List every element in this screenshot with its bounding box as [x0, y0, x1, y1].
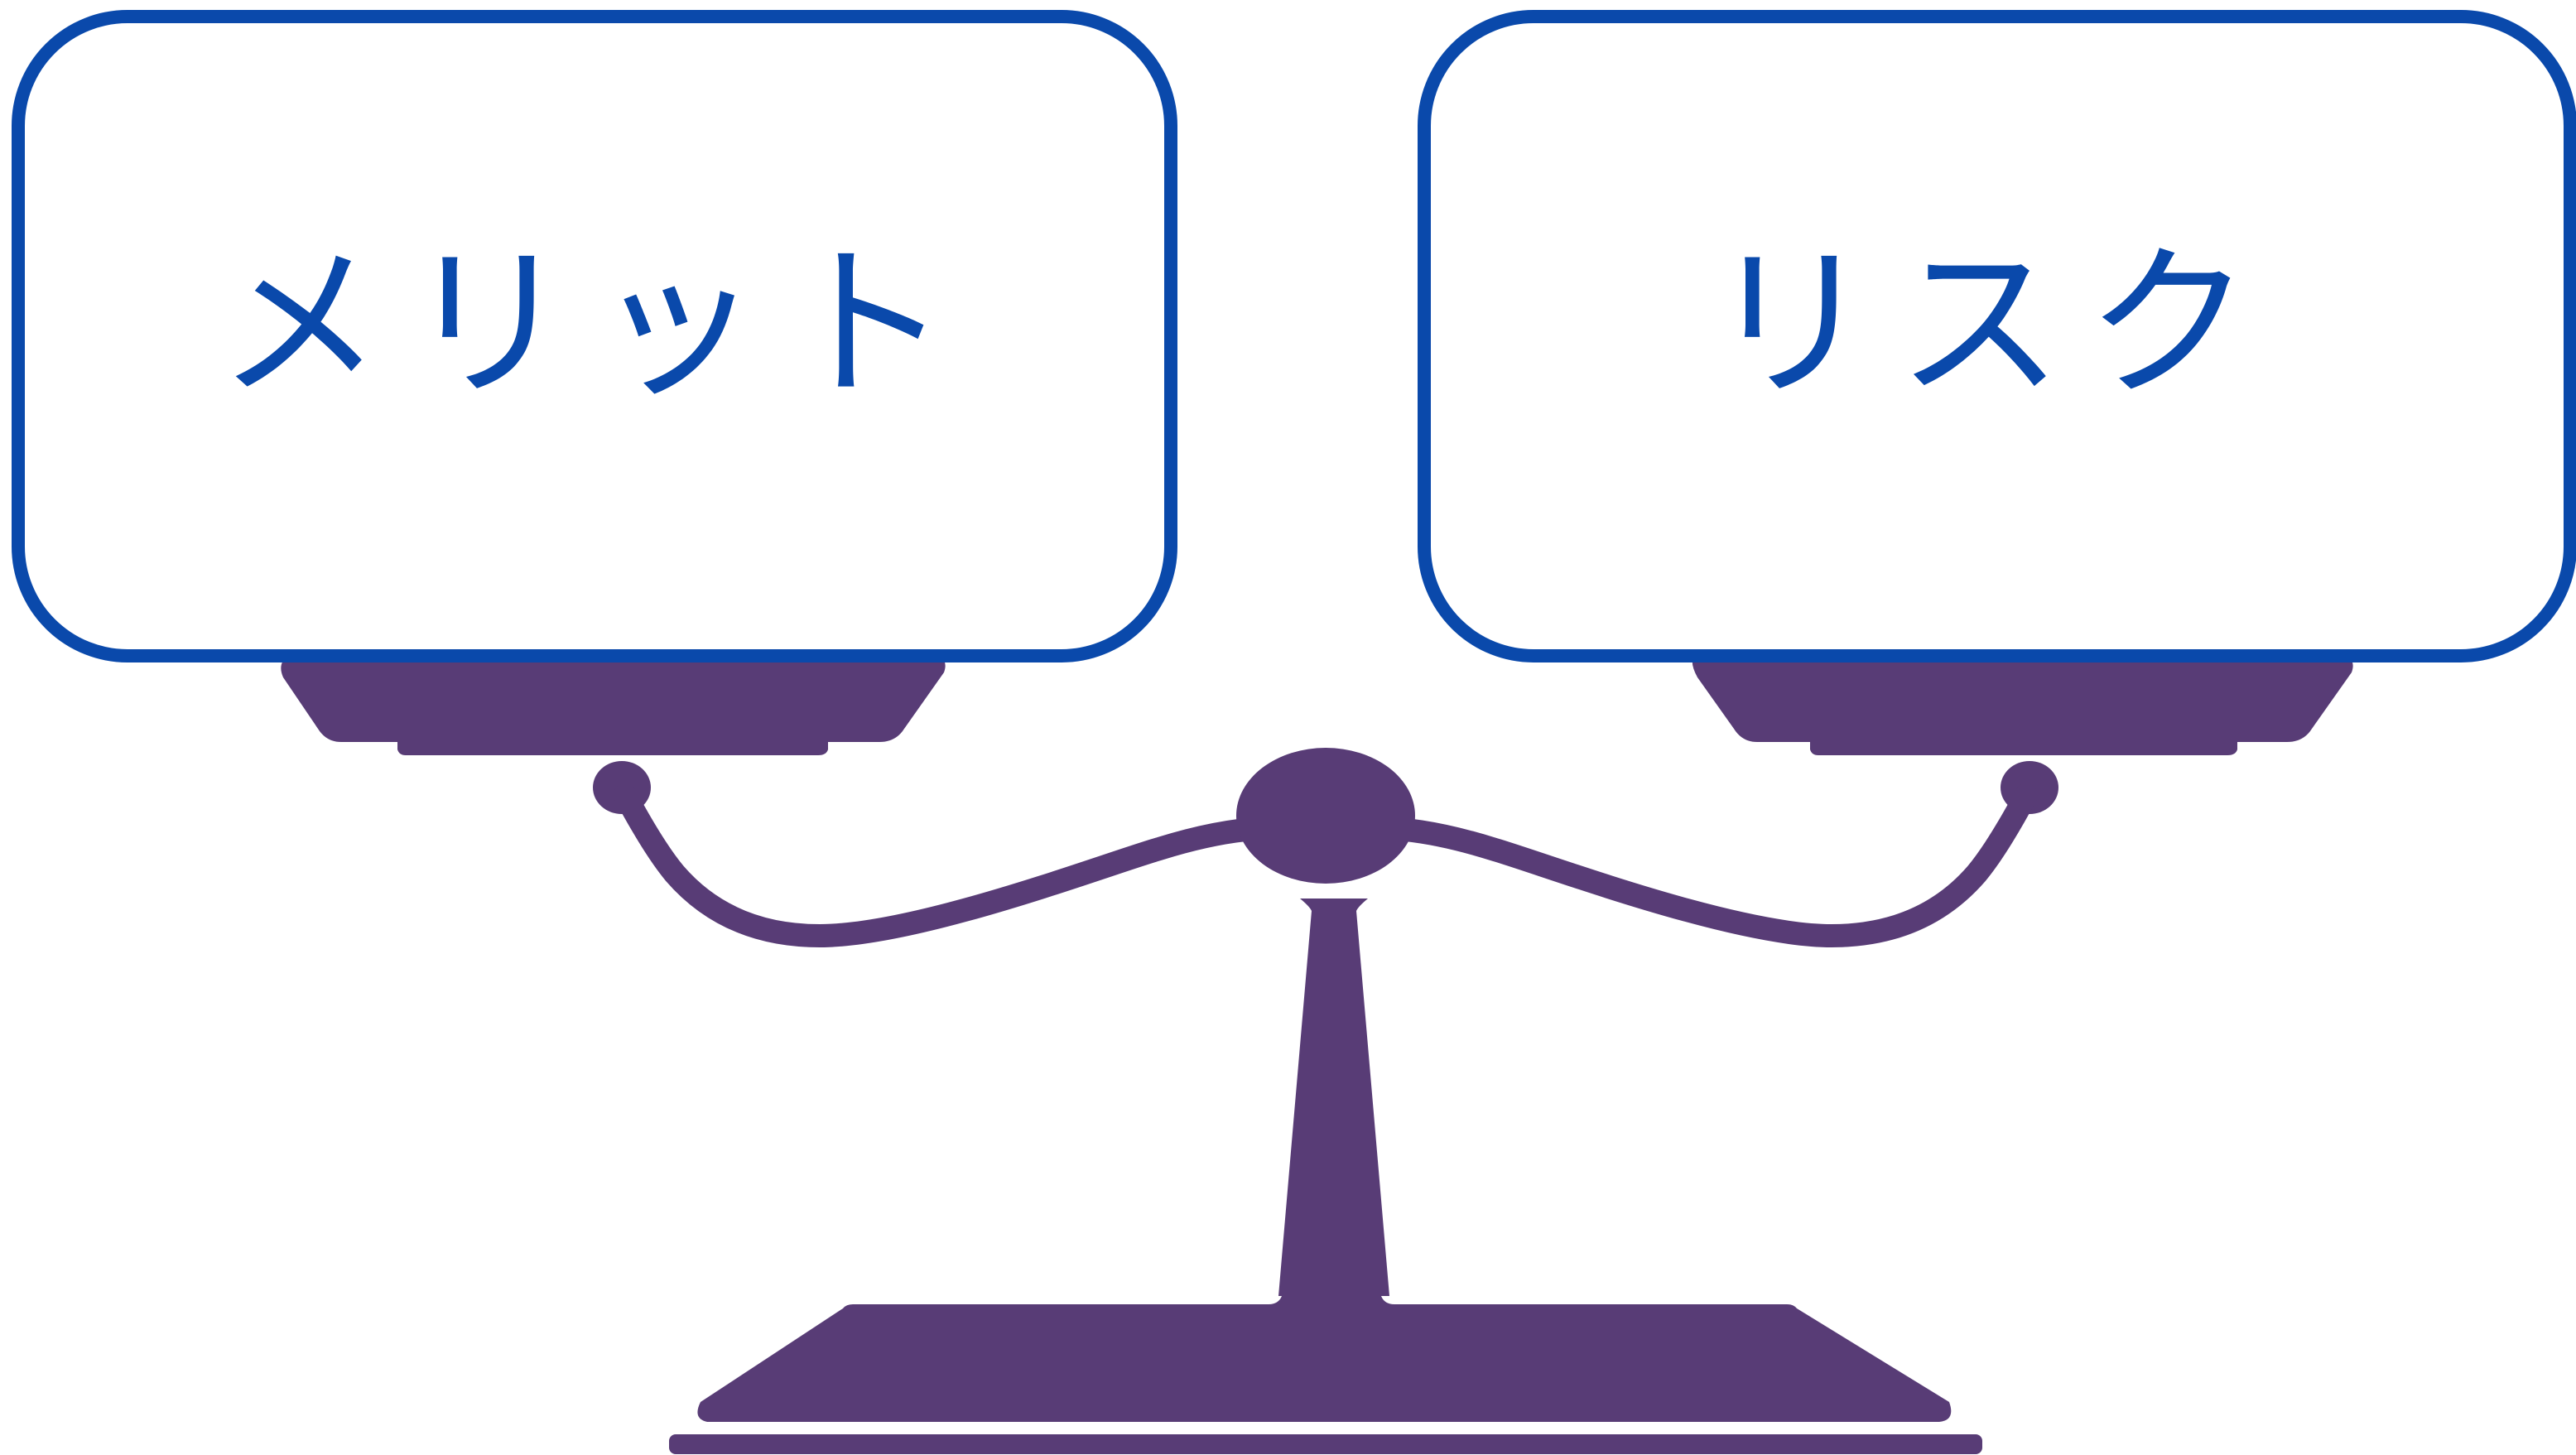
- merit-panel: メリット: [12, 10, 1177, 662]
- beam-right-arm: [1365, 783, 2038, 948]
- merit-label: メリット: [217, 229, 972, 422]
- balance-scale-icon: [281, 654, 2353, 1454]
- left-pan: [281, 654, 946, 755]
- scale-ground-bar: [669, 1434, 1982, 1454]
- risk-panel-box: [1418, 10, 2576, 662]
- scale-base: [697, 1296, 1952, 1422]
- merit-panel-box: [12, 10, 1177, 662]
- risk-label: リスク: [1708, 229, 2275, 422]
- beam-left-arm: [614, 783, 1287, 948]
- risk-panel: リスク: [1418, 10, 2576, 662]
- right-pan: [1692, 654, 2353, 755]
- pivot-hub: [1236, 748, 1415, 884]
- scale-post: [1278, 899, 1389, 1296]
